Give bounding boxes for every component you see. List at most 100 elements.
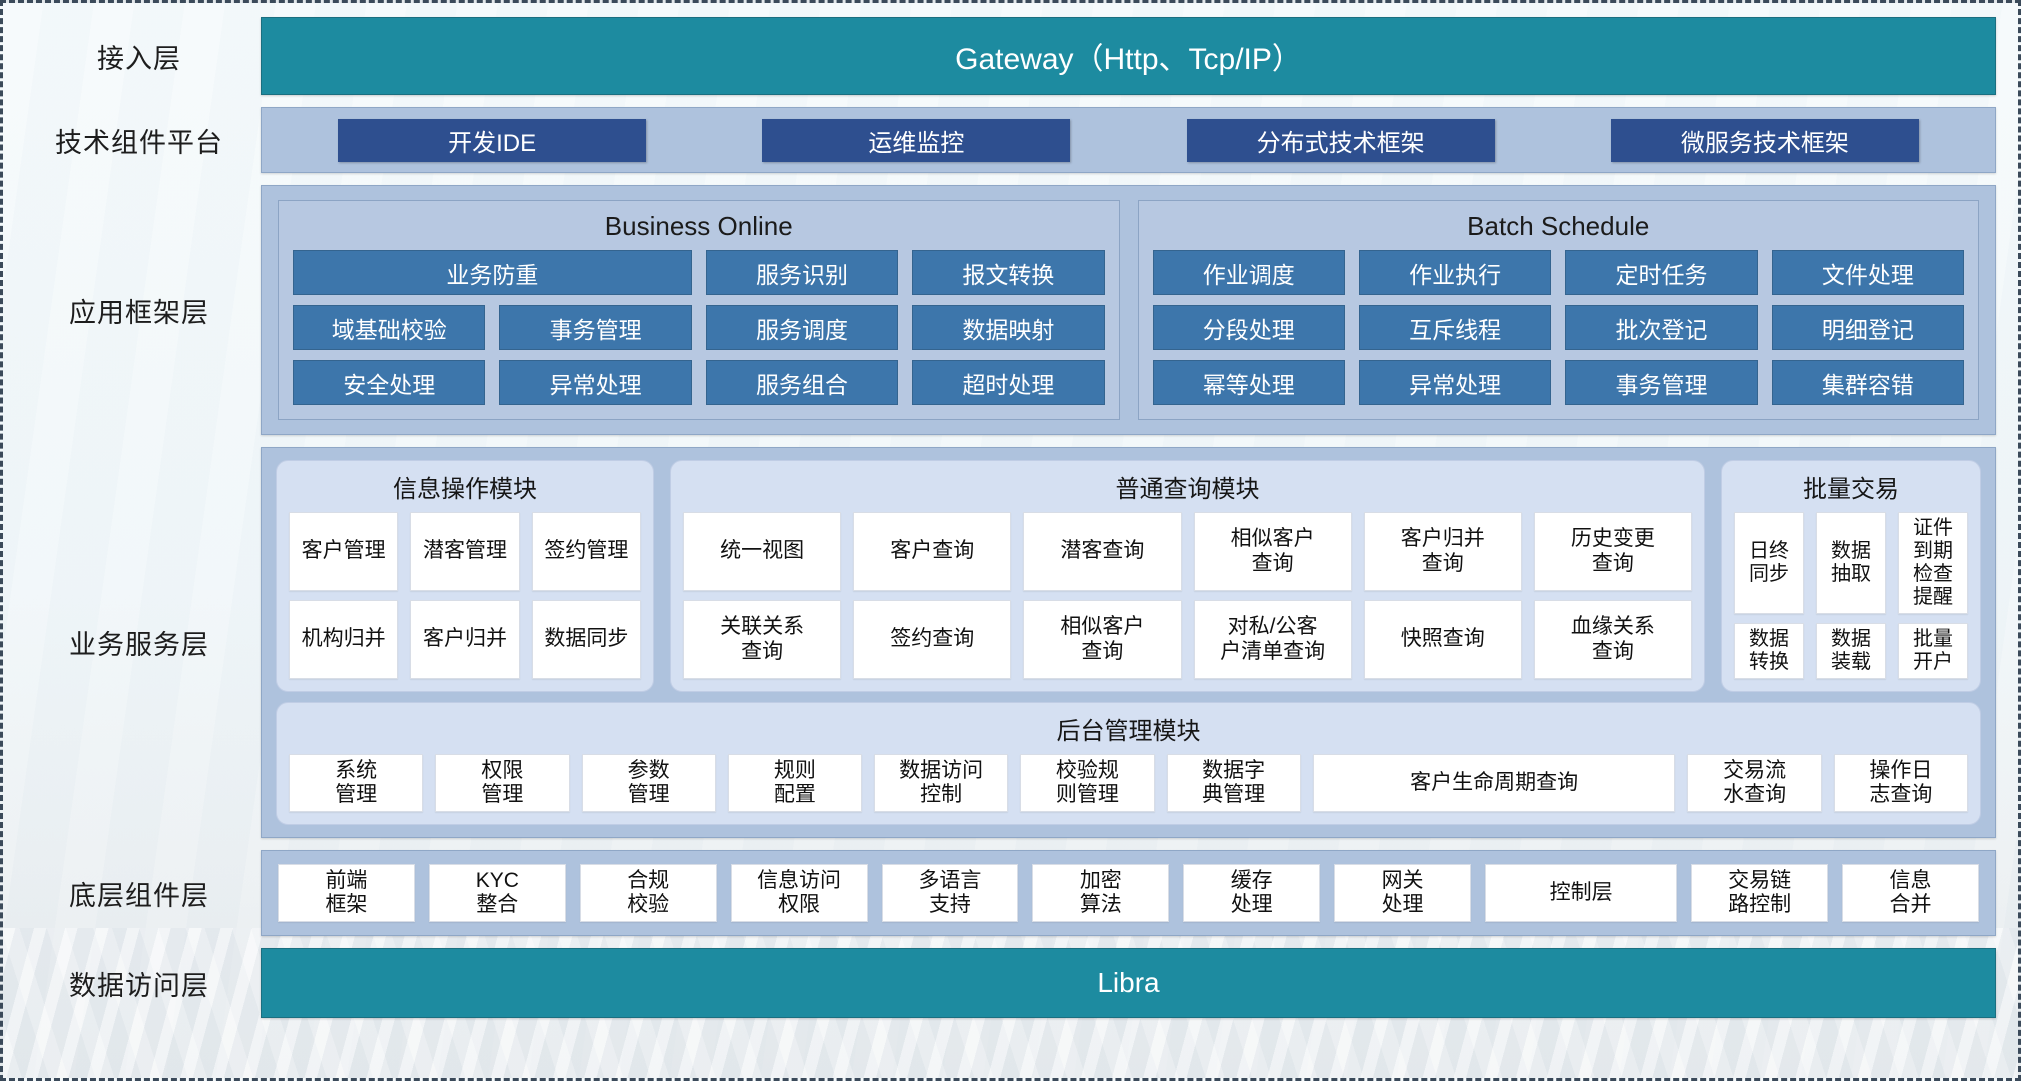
biz-chip-data-sync[interactable]: 数据同步: [531, 600, 641, 679]
batch-chip-idempotent-handling[interactable]: 幂等处理: [1152, 360, 1345, 405]
admin-chip-operation-log-query[interactable]: 操作日志查询: [1833, 754, 1968, 813]
biz-chip-prospect-mgmt[interactable]: 潜客管理: [410, 512, 520, 591]
admin-chip-data-dictionary-mgmt[interactable]: 数据字典管理: [1166, 754, 1301, 813]
app-chip-business-dedup[interactable]: 业务防重: [293, 250, 692, 295]
batchtx-chip-eod-sync[interactable]: 日终同步: [1734, 512, 1804, 614]
panel-business-online: Business Online 业务防重 服务识别 报文转换 域基础校验 事务管…: [278, 200, 1120, 420]
admin-chip-customer-lifecycle-query[interactable]: 客户生命周期查询: [1312, 754, 1676, 813]
query-chip-retail-corporate-list-query[interactable]: 对私/公客户清单查询: [1193, 600, 1352, 679]
app-chip-message-transform[interactable]: 报文转换: [912, 250, 1105, 295]
batchtx-chip-cert-expiry-reminder[interactable]: 证件到期检查提醒: [1898, 512, 1968, 614]
layer-label-component: 底层组件层: [69, 880, 209, 911]
app-chip-exception-handling[interactable]: 异常处理: [499, 360, 692, 405]
admin-chip-transaction-flow-query[interactable]: 交易流水查询: [1687, 754, 1822, 813]
layer-row-app-framework: 应用框架层 Business Online 业务防重 服务识别 报文转换 域基础…: [17, 185, 1996, 435]
batchtx-chip-data-transform[interactable]: 数据转换: [1734, 623, 1804, 679]
libra-bar: Libra: [261, 948, 1996, 1019]
batchtx-chip-data-load[interactable]: 数据装载: [1816, 623, 1886, 679]
batchtx-chip-batch-account-open[interactable]: 批量开户: [1898, 623, 1968, 679]
batch-chip-batch-registration[interactable]: 批次登记: [1565, 305, 1758, 350]
comp-chip-frontend-framework[interactable]: 前端框架: [278, 864, 415, 923]
comp-chip-compliance-validation[interactable]: 合规校验: [579, 864, 717, 923]
query-chip-history-change-query[interactable]: 历史变更查询: [1533, 512, 1692, 591]
batch-chip-exception-handling[interactable]: 异常处理: [1358, 360, 1552, 405]
biz-chip-customer-mgmt[interactable]: 客户管理: [289, 512, 399, 591]
app-chip-transaction-mgmt[interactable]: 事务管理: [499, 305, 692, 350]
app-chip-service-composition[interactable]: 服务组合: [705, 360, 899, 405]
admin-chip-data-access-control[interactable]: 数据访问控制: [874, 754, 1009, 813]
query-chip-snapshot-query[interactable]: 快照查询: [1363, 600, 1522, 679]
query-chip-prospect-query[interactable]: 潜客查询: [1023, 512, 1182, 591]
business-service-container: 信息操作模块 客户管理 潜客管理 签约管理 机构归并 客户归并 数据同步: [261, 447, 1996, 839]
module-normal-query: 普通查询模块 统一视图 客户查询 潜客查询 相似客户查询 客户归并查询 历史变更…: [670, 460, 1705, 692]
admin-chip-validation-rule-mgmt[interactable]: 校验规则管理: [1020, 754, 1155, 813]
query-chip-customer-merge-query[interactable]: 客户归并查询: [1363, 512, 1522, 591]
batch-chip-job-execute[interactable]: 作业执行: [1358, 250, 1552, 295]
app-chip-service-identify[interactable]: 服务识别: [705, 250, 899, 295]
comp-chip-multilanguage-support[interactable]: 多语言支持: [881, 864, 1019, 923]
tech-chip-microservice-framework[interactable]: 微服务技术框架: [1610, 118, 1919, 162]
query-chip-similar-customer-query-1[interactable]: 相似客户查询: [1193, 512, 1352, 591]
biz-chip-org-merge[interactable]: 机构归并: [289, 600, 399, 679]
batch-chip-transaction-mgmt[interactable]: 事务管理: [1565, 360, 1758, 405]
admin-chip-permission-mgmt[interactable]: 权限管理: [435, 754, 570, 813]
module-title-admin-management: 后台管理模块: [1056, 718, 1201, 745]
comp-chip-gateway-processing[interactable]: 网关处理: [1334, 864, 1471, 923]
app-chip-service-dispatch[interactable]: 服务调度: [705, 305, 899, 350]
tech-chip-distributed-framework[interactable]: 分布式技术框架: [1186, 118, 1495, 162]
module-grid-info-operation: 客户管理 潜客管理 签约管理 机构归并 客户归并 数据同步: [289, 512, 641, 679]
biz-chip-customer-merge[interactable]: 客户归并: [410, 600, 520, 679]
admin-chip-system-mgmt[interactable]: 系统管理: [289, 754, 424, 813]
admin-chip-rule-config[interactable]: 规则配置: [727, 754, 862, 813]
app-chip-security-handling[interactable]: 安全处理: [293, 360, 486, 405]
spacer: [17, 936, 1996, 948]
comp-chip-control-layer[interactable]: 控制层: [1485, 864, 1678, 923]
batch-chip-mutex-thread[interactable]: 互斥线程: [1358, 305, 1552, 350]
comp-chip-cache-processing[interactable]: 缓存处理: [1183, 864, 1321, 923]
app-chip-domain-validation[interactable]: 域基础校验: [293, 305, 486, 350]
query-chip-contract-query[interactable]: 签约查询: [853, 600, 1012, 679]
layer-row-access: 接入层 Gateway（Http、Tcp/IP）: [17, 17, 1996, 95]
query-chip-relation-query[interactable]: 关联关系查询: [683, 600, 842, 679]
query-chip-unified-view[interactable]: 统一视图: [683, 512, 842, 591]
layer-label-tech-platform: 技术组件平台: [55, 127, 223, 158]
batch-chip-job-schedule[interactable]: 作业调度: [1152, 250, 1345, 295]
app-framework-container: Business Online 业务防重 服务识别 报文转换 域基础校验 事务管…: [261, 185, 1996, 435]
module-info-operation: 信息操作模块 客户管理 潜客管理 签约管理 机构归并 客户归并 数据同步: [276, 460, 654, 692]
module-title-normal-query: 普通查询模块: [1115, 476, 1260, 503]
layer-stack: 接入层 Gateway（Http、Tcp/IP） 技术组件平台 开发IDE 运维…: [3, 3, 2018, 1078]
panel-title-batch-schedule: Batch Schedule: [1467, 211, 1650, 241]
query-chip-customer-query[interactable]: 客户查询: [853, 512, 1012, 591]
layer-label-app-framework: 应用框架层: [69, 297, 209, 328]
batch-chip-segment-processing[interactable]: 分段处理: [1152, 305, 1345, 350]
module-title-batch-transaction: 批量交易: [1803, 476, 1899, 503]
query-chip-similar-customer-query-2[interactable]: 相似客户查询: [1023, 600, 1182, 679]
batch-chip-detail-registration[interactable]: 明细登记: [1771, 305, 1964, 350]
biz-chip-contract-mgmt[interactable]: 签约管理: [531, 512, 641, 591]
tech-chip-dev-ide[interactable]: 开发IDE: [338, 118, 647, 162]
spacer: [17, 95, 1996, 107]
comp-chip-transaction-link-control[interactable]: 交易链路控制: [1691, 864, 1829, 923]
spacer: [17, 435, 1996, 447]
admin-chip-parameter-mgmt[interactable]: 参数管理: [581, 754, 716, 813]
app-chip-data-mapping[interactable]: 数据映射: [912, 305, 1105, 350]
query-chip-kinship-query[interactable]: 血缘关系查询: [1533, 600, 1692, 679]
spacer: [17, 838, 1996, 850]
layer-label-data-access: 数据访问层: [69, 970, 209, 1001]
batch-chip-timed-task[interactable]: 定时任务: [1565, 250, 1758, 295]
module-batch-transaction: 批量交易 日终同步 数据抽取 证件到期检查提醒 数据转换 数据装载 批量开户: [1721, 460, 1981, 692]
comp-chip-info-access-permission[interactable]: 信息访问权限: [730, 864, 868, 923]
layer-label-access: 接入层: [97, 43, 181, 74]
layer-row-tech-platform: 技术组件平台 开发IDE 运维监控 分布式技术框架 微服务技术框架: [17, 107, 1996, 173]
batch-chip-cluster-fault-tolerance[interactable]: 集群容错: [1771, 360, 1964, 405]
comp-chip-encryption-algorithm[interactable]: 加密算法: [1032, 864, 1170, 923]
batchtx-chip-data-extract[interactable]: 数据抽取: [1816, 512, 1886, 614]
app-chip-timeout-handling[interactable]: 超时处理: [912, 360, 1105, 405]
batch-chip-file-processing[interactable]: 文件处理: [1771, 250, 1964, 295]
module-grid-admin-management: 系统管理 权限管理 参数管理 规则配置 数据访问控制 校验规则管理 数据字典管理…: [289, 754, 1968, 813]
tech-chip-ops-monitor[interactable]: 运维监控: [762, 118, 1071, 162]
comp-chip-info-merge[interactable]: 信息合并: [1842, 864, 1979, 923]
